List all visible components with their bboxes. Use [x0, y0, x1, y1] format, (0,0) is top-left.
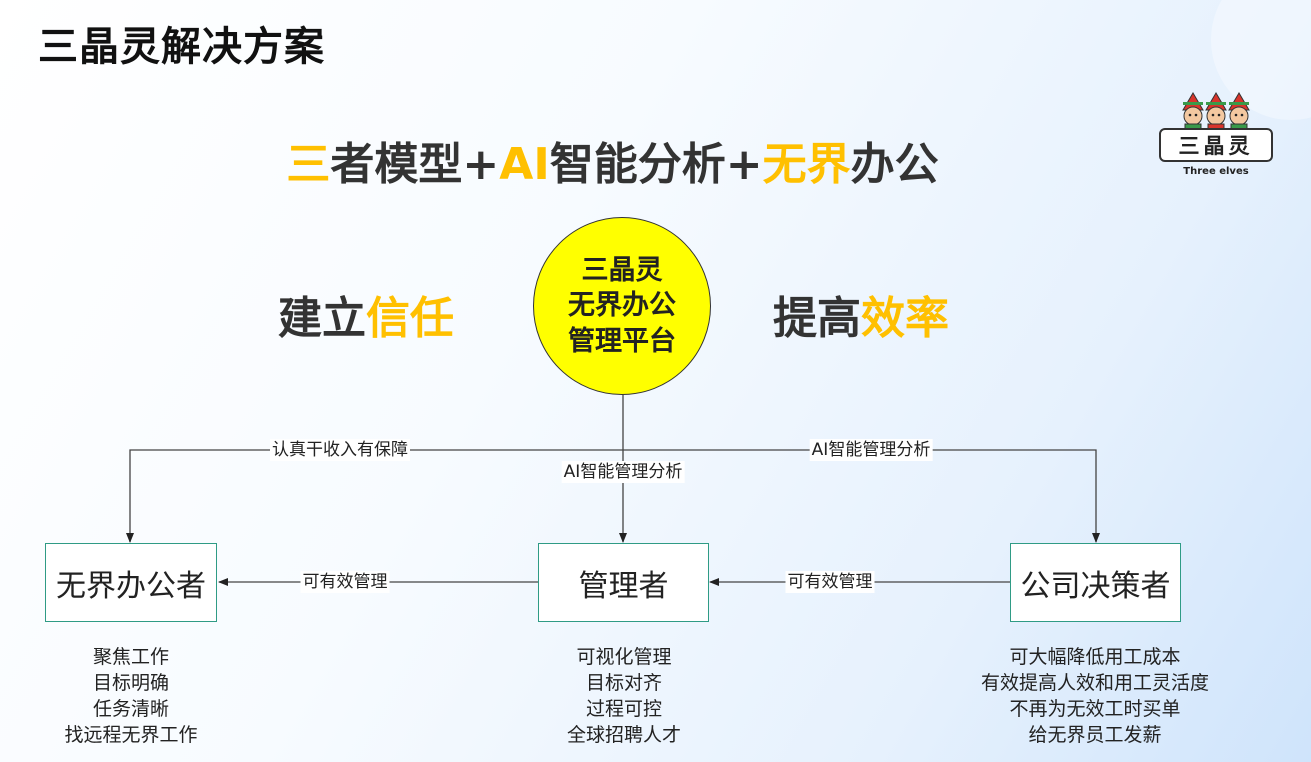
benefit-item: 有效提高人效和用工灵活度 [980, 672, 1210, 694]
slogan-plain: 建立 [278, 293, 366, 344]
slogan-plain: 提高 [773, 293, 861, 344]
edge-to-decision-maker [623, 449, 1100, 543]
slogan-highlight: 效率 [861, 293, 949, 344]
three-elves-logo: 三晶灵 Three elves [1155, 92, 1277, 182]
headline-part: 办公 [850, 139, 939, 190]
edge-label-manage-right: 可有效管理 [785, 571, 875, 593]
role-decision-maker: 公司决策者 [1010, 543, 1181, 622]
benefit-item: 任务清晰 [92, 698, 170, 720]
benefits-manager: 可视化管理 目标对齐 过程可控 全球招聘人才 [567, 644, 681, 748]
platform-line: 三晶灵 [581, 255, 663, 287]
benefit-item: 聚焦工作 [92, 646, 170, 668]
edge-to-remote-worker [126, 449, 623, 543]
slogan-highlight: 信任 [366, 293, 454, 344]
platform-line: 管理平台 [568, 325, 676, 357]
edge-label-ai-middle: AI智能管理分析 [561, 461, 685, 483]
slogan-build-trust: 建立信任 [278, 282, 454, 346]
headline: 三者模型+AI智能分析+无界办公 [0, 128, 1225, 192]
benefit-item: 可大幅降低用工成本 [1009, 646, 1181, 668]
role-manager: 管理者 [538, 543, 709, 622]
benefit-item: 不再为无效工时买单 [1009, 698, 1181, 720]
benefit-item: 目标对齐 [585, 672, 663, 694]
benefit-item: 过程可控 [585, 698, 663, 720]
headline-part: 无界 [762, 139, 851, 190]
benefits-remote-worker: 聚焦工作 目标明确 任务清晰 找远程无界工作 [64, 644, 197, 748]
edge-label-manage-left: 可有效管理 [300, 571, 390, 593]
benefit-item: 找远程无界工作 [64, 724, 198, 746]
edge-label-income: 认真干收入有保障 [270, 439, 410, 461]
slogan-improve-efficiency: 提高效率 [773, 282, 949, 346]
headline-part: 者模型+ [330, 139, 500, 190]
role-remote-worker: 无界办公者 [45, 543, 217, 622]
benefit-item: 给无界员工发薪 [1028, 724, 1162, 746]
benefit-item: 全球招聘人才 [566, 724, 682, 746]
platform-line: 无界办公 [568, 290, 676, 322]
headline-part: 智能分析+ [549, 139, 763, 190]
benefit-item: 目标明确 [92, 672, 170, 694]
benefit-item: 可视化管理 [576, 646, 672, 668]
benefits-decision-maker: 可大幅降低用工成本 有效提高人效和用工灵活度 不再为无效工时买单 给无界员工发薪 [981, 644, 1209, 748]
logo-name: 三晶灵 [1159, 128, 1273, 162]
headline-part: 三 [286, 139, 331, 190]
platform-circle: 三晶灵 无界办公 管理平台 [533, 217, 711, 395]
logo-subtitle: Three elves [1183, 166, 1249, 177]
page-title: 三晶灵解决方案 [38, 24, 325, 70]
headline-part: AI [499, 139, 550, 190]
edge-label-ai-right: AI智能管理分析 [809, 439, 933, 461]
